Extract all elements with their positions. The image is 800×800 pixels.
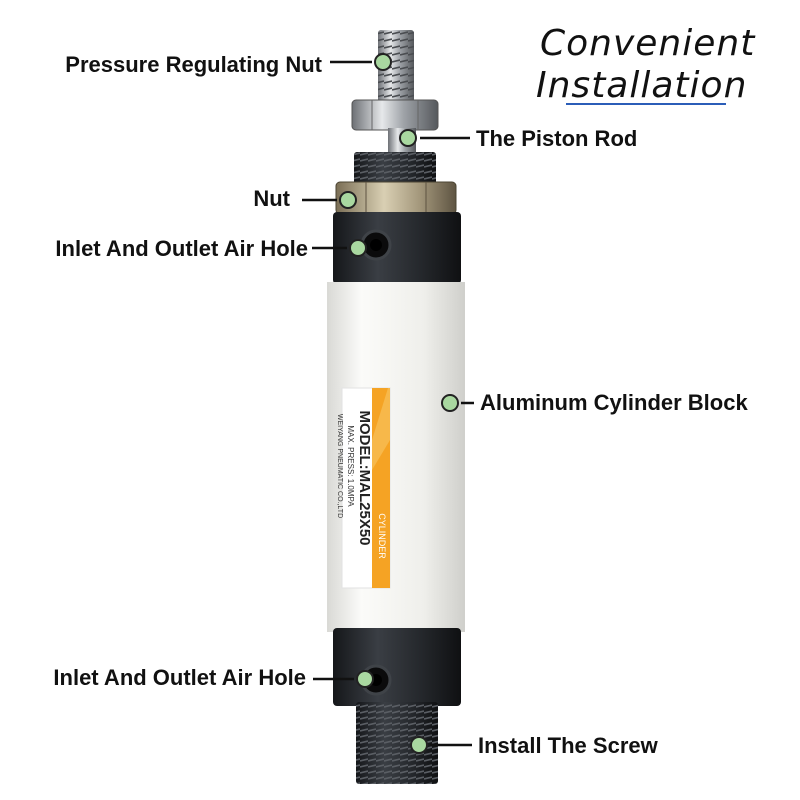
callout-layer	[302, 53, 474, 754]
callout-dot-piston-rod	[399, 129, 417, 147]
callout-dot-aluminum-cylinder-block	[441, 394, 459, 412]
callout-label-nut: Nut	[253, 186, 290, 211]
callout-label-pressure-regulating-nut: Pressure Regulating Nut	[65, 52, 322, 77]
label-model: MODEL:MAL25X50	[356, 410, 373, 545]
heading-underline	[566, 103, 726, 105]
product-label	[341, 387, 391, 589]
threaded-rod	[378, 30, 414, 105]
cylinder-neck-thread	[354, 152, 436, 186]
callout-dot-inlet-outlet-air-hole-top	[349, 239, 367, 257]
bottom-end-cap	[333, 628, 461, 706]
callout-label-aluminum-cylinder-block: Aluminum Cylinder Block	[480, 390, 748, 415]
callout-dot-inlet-outlet-air-hole-bottom	[356, 670, 374, 688]
heading-line-2: Installation	[536, 65, 748, 106]
callout-dot-pressure-regulating-nut	[374, 53, 392, 71]
label-text-group: CYLINDER MODEL:MAL25X50 MAX. PRESS: 1.0M…	[336, 410, 387, 559]
bottom-screw-part	[356, 702, 438, 784]
callout-dot-nut	[339, 191, 357, 209]
callout-label-inlet-outlet-bottom: Inlet And Outlet Air Hole	[53, 665, 306, 690]
callout-dot-install-the-screw	[410, 736, 428, 754]
callout-label-piston-rod: The Piston Rod	[476, 126, 638, 151]
top-end-cap	[333, 212, 461, 284]
callout-label-inlet-outlet-top: Inlet And Outlet Air Hole	[55, 236, 308, 261]
label-pressure: MAX. PRESS: 1.0MPA	[346, 425, 355, 507]
callout-label-install-the-screw: Install The Screw	[478, 733, 658, 758]
heading-line-1: Convenient	[540, 23, 756, 64]
label-maker: WEIYANG PNEUMATIC CO.,LTD	[336, 414, 343, 518]
label-brand: CYLINDER	[377, 513, 387, 559]
pressure-regulating-nut-part	[351, 99, 439, 131]
